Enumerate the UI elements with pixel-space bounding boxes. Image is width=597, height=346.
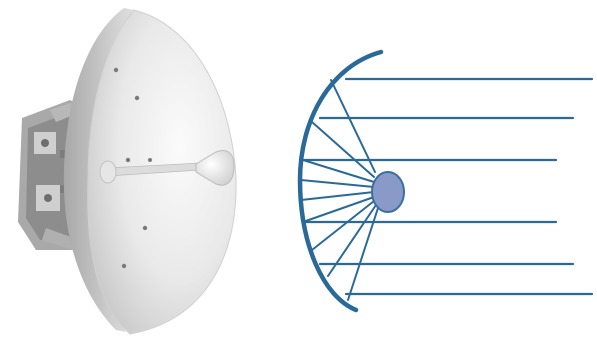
focal-point	[372, 172, 404, 212]
dish-antenna-photo	[18, 8, 236, 334]
reflector-diagram	[300, 52, 592, 310]
incoming-rays	[304, 79, 592, 294]
